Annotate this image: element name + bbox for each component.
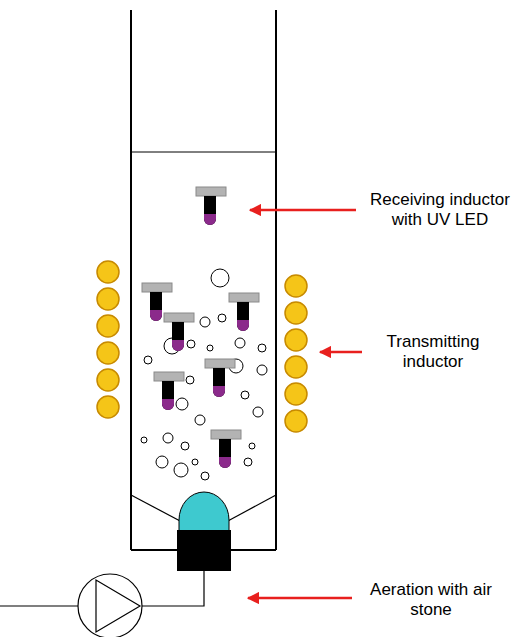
receiver-inductors	[142, 187, 259, 468]
transmitting-coil	[97, 261, 307, 432]
callout-label: Aeration with air stone	[364, 580, 498, 620]
reactor-tube	[131, 10, 276, 550]
air-stone	[177, 492, 231, 571]
leader-arrows	[248, 210, 362, 598]
water-line	[131, 152, 276, 153]
air-pump	[0, 571, 204, 637]
callout-label: Receiving inductor with UV LED	[364, 190, 516, 230]
callout-label: Transmitting inductor	[372, 332, 494, 372]
air-bubbles	[141, 269, 267, 480]
